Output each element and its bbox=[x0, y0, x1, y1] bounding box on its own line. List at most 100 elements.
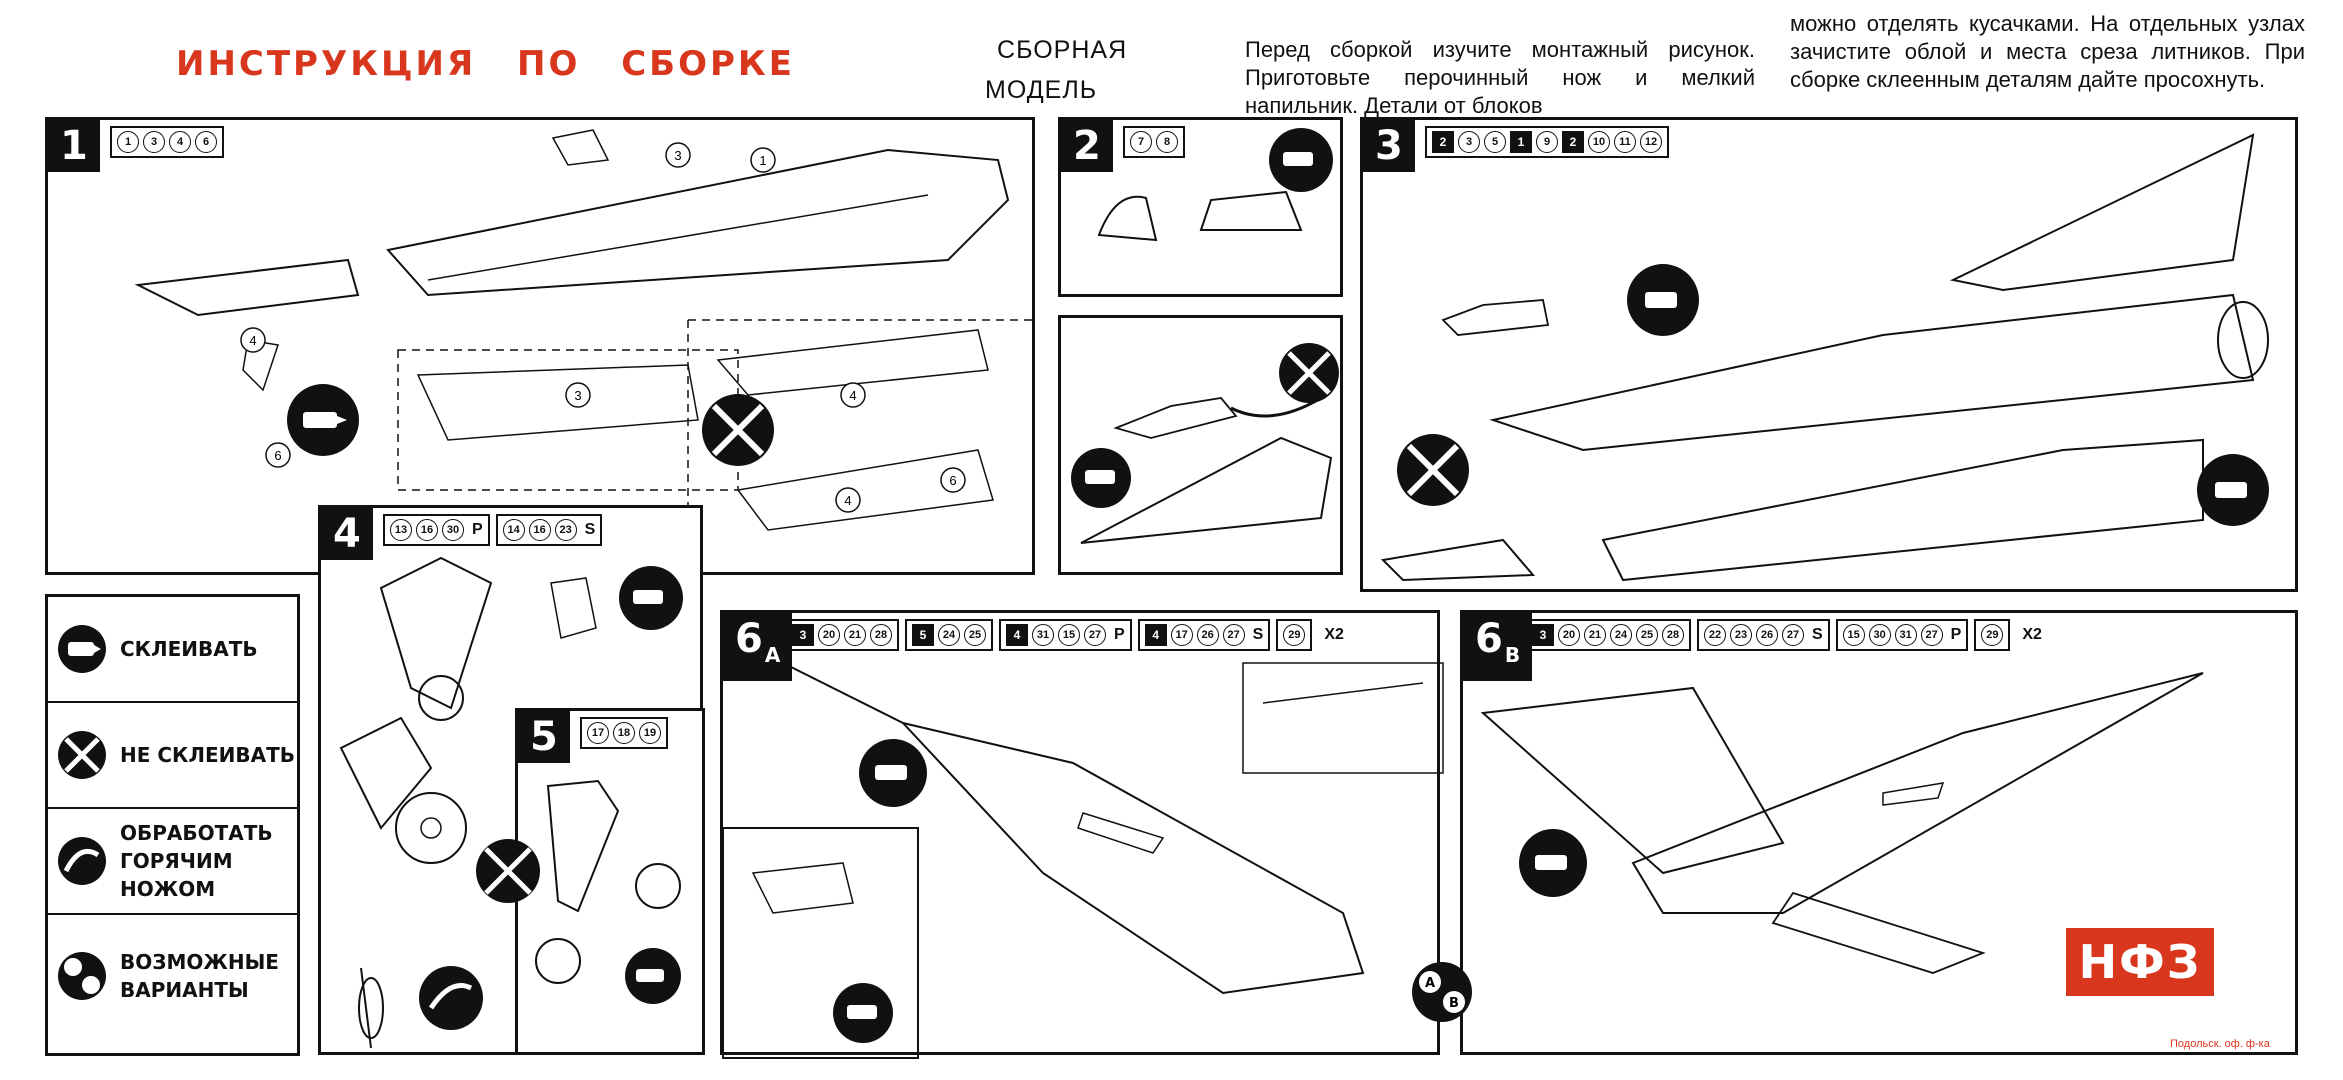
parts-side-suffix: S bbox=[1812, 626, 1823, 643]
variants-icon bbox=[58, 952, 106, 1000]
part-number: 8 bbox=[1156, 131, 1178, 153]
model-line: СБОРНАЯ bbox=[997, 36, 1128, 64]
variants-badge: А В bbox=[1412, 962, 1472, 1022]
glue-icon bbox=[625, 948, 681, 1004]
part-callout bbox=[240, 327, 266, 353]
part-number: 12 bbox=[1640, 131, 1662, 153]
part-callout bbox=[835, 487, 861, 513]
glue-icon bbox=[619, 566, 683, 630]
manufacturer-logo: НФЗ bbox=[2066, 928, 2214, 996]
parts-side-suffix: S bbox=[1252, 626, 1264, 643]
model-line: МОДЕЛЬ bbox=[985, 76, 1098, 104]
printer-credit: Подольск. оф. ф-ка bbox=[2170, 1038, 2270, 1050]
title-word: ПО bbox=[517, 44, 581, 84]
step-number: 4 bbox=[321, 508, 373, 560]
legend-row: ОБРАБОТАТЬ ГОРЯЧИМ НОЖОМ bbox=[48, 809, 297, 915]
part-number: 1 bbox=[1510, 131, 1532, 153]
part-number: 24 bbox=[1610, 624, 1632, 646]
step-number: 1 bbox=[48, 120, 100, 172]
part-callout-label: 6 bbox=[949, 473, 956, 488]
part-number: 31 bbox=[1894, 624, 1917, 646]
no-glue-icon bbox=[702, 394, 774, 466]
part-number: 3 bbox=[1532, 624, 1554, 646]
part-number: 20 bbox=[818, 624, 840, 646]
glue-icon bbox=[2197, 454, 2269, 526]
part-callout bbox=[265, 442, 291, 468]
title-word: СБОРКЕ bbox=[621, 44, 795, 84]
part-callout-label: 6 bbox=[274, 448, 281, 463]
parts-group: 29 bbox=[1974, 619, 2011, 651]
glue-icon bbox=[833, 983, 893, 1043]
part-number: 27 bbox=[1920, 624, 1943, 646]
part-number: 25 bbox=[1636, 624, 1658, 646]
part-number: 14 bbox=[502, 519, 525, 541]
parts-side-suffix: P bbox=[1114, 626, 1125, 643]
part-number: 13 bbox=[390, 519, 412, 541]
wing-assembly-b-drawing bbox=[1480, 672, 2204, 974]
variant-a-label: А bbox=[1425, 976, 1435, 991]
glue-icon bbox=[1519, 829, 1587, 897]
part-callout bbox=[750, 147, 776, 173]
part-number: 16 bbox=[528, 519, 551, 541]
part-number: 3 bbox=[1458, 131, 1480, 153]
part-number: 24 bbox=[938, 624, 960, 646]
part-callout-label: 4 bbox=[249, 333, 256, 348]
parts-side-suffix: S bbox=[584, 521, 596, 538]
part-callout-label: 1 bbox=[759, 153, 766, 168]
legend-label: ОБРАБОТАТЬ ГОРЯЧИМ НОЖОМ bbox=[120, 821, 273, 901]
part-number: 19 bbox=[639, 722, 661, 744]
legend: СКЛЕИВАТЬ НЕ СКЛЕИВАТЬ ОБРАБОТАТЬ ГОРЯЧИ… bbox=[45, 594, 300, 1056]
glue-icon bbox=[58, 625, 106, 673]
part-number: 18 bbox=[613, 722, 635, 744]
hot-knife-icon bbox=[419, 966, 483, 1030]
part-number: 7 bbox=[1130, 131, 1152, 153]
part-number: 4 bbox=[1006, 624, 1028, 646]
nose-gear-drawing bbox=[476, 779, 681, 1004]
step-number: 3 bbox=[1363, 120, 1415, 172]
page-title: ИНСТРУКЦИЯ ПО СБОРКЕ bbox=[176, 44, 821, 84]
part-callout bbox=[940, 467, 966, 493]
part-callout bbox=[840, 382, 866, 408]
part-callout-label: 4 bbox=[849, 388, 856, 403]
part-number: 3 bbox=[143, 131, 165, 153]
title-word: ИНСТРУКЦИЯ bbox=[176, 44, 477, 84]
part-number: 4 bbox=[1144, 624, 1167, 646]
part-number: 9 bbox=[1536, 131, 1558, 153]
part-callout-label: 3 bbox=[574, 388, 581, 403]
part-number: 6 bbox=[195, 131, 217, 153]
variant-b-label: В bbox=[1449, 996, 1459, 1011]
step-2-cockpit-panel bbox=[1058, 315, 1343, 575]
part-number: 25 bbox=[964, 624, 986, 646]
legend-row: СКЛЕИВАТЬ bbox=[48, 597, 297, 703]
part-number: 29 bbox=[1283, 624, 1306, 646]
intro-text-col1: Перед сборкой изучите монтажный рисунок.… bbox=[1245, 37, 1755, 118]
no-glue-icon bbox=[476, 839, 540, 903]
part-callout-label: 3 bbox=[674, 148, 681, 163]
part-number: 30 bbox=[1868, 624, 1891, 646]
part-number: 16 bbox=[416, 519, 438, 541]
part-number: 21 bbox=[844, 624, 866, 646]
part-number: 30 bbox=[442, 519, 464, 541]
part-number: 27 bbox=[1084, 624, 1106, 646]
legend-label: ВОЗМОЖНЫЕ ВАРИАНТЫ bbox=[120, 950, 279, 1002]
quantity-multiplier: X2 bbox=[2022, 626, 2042, 643]
glue-icon bbox=[287, 384, 359, 456]
